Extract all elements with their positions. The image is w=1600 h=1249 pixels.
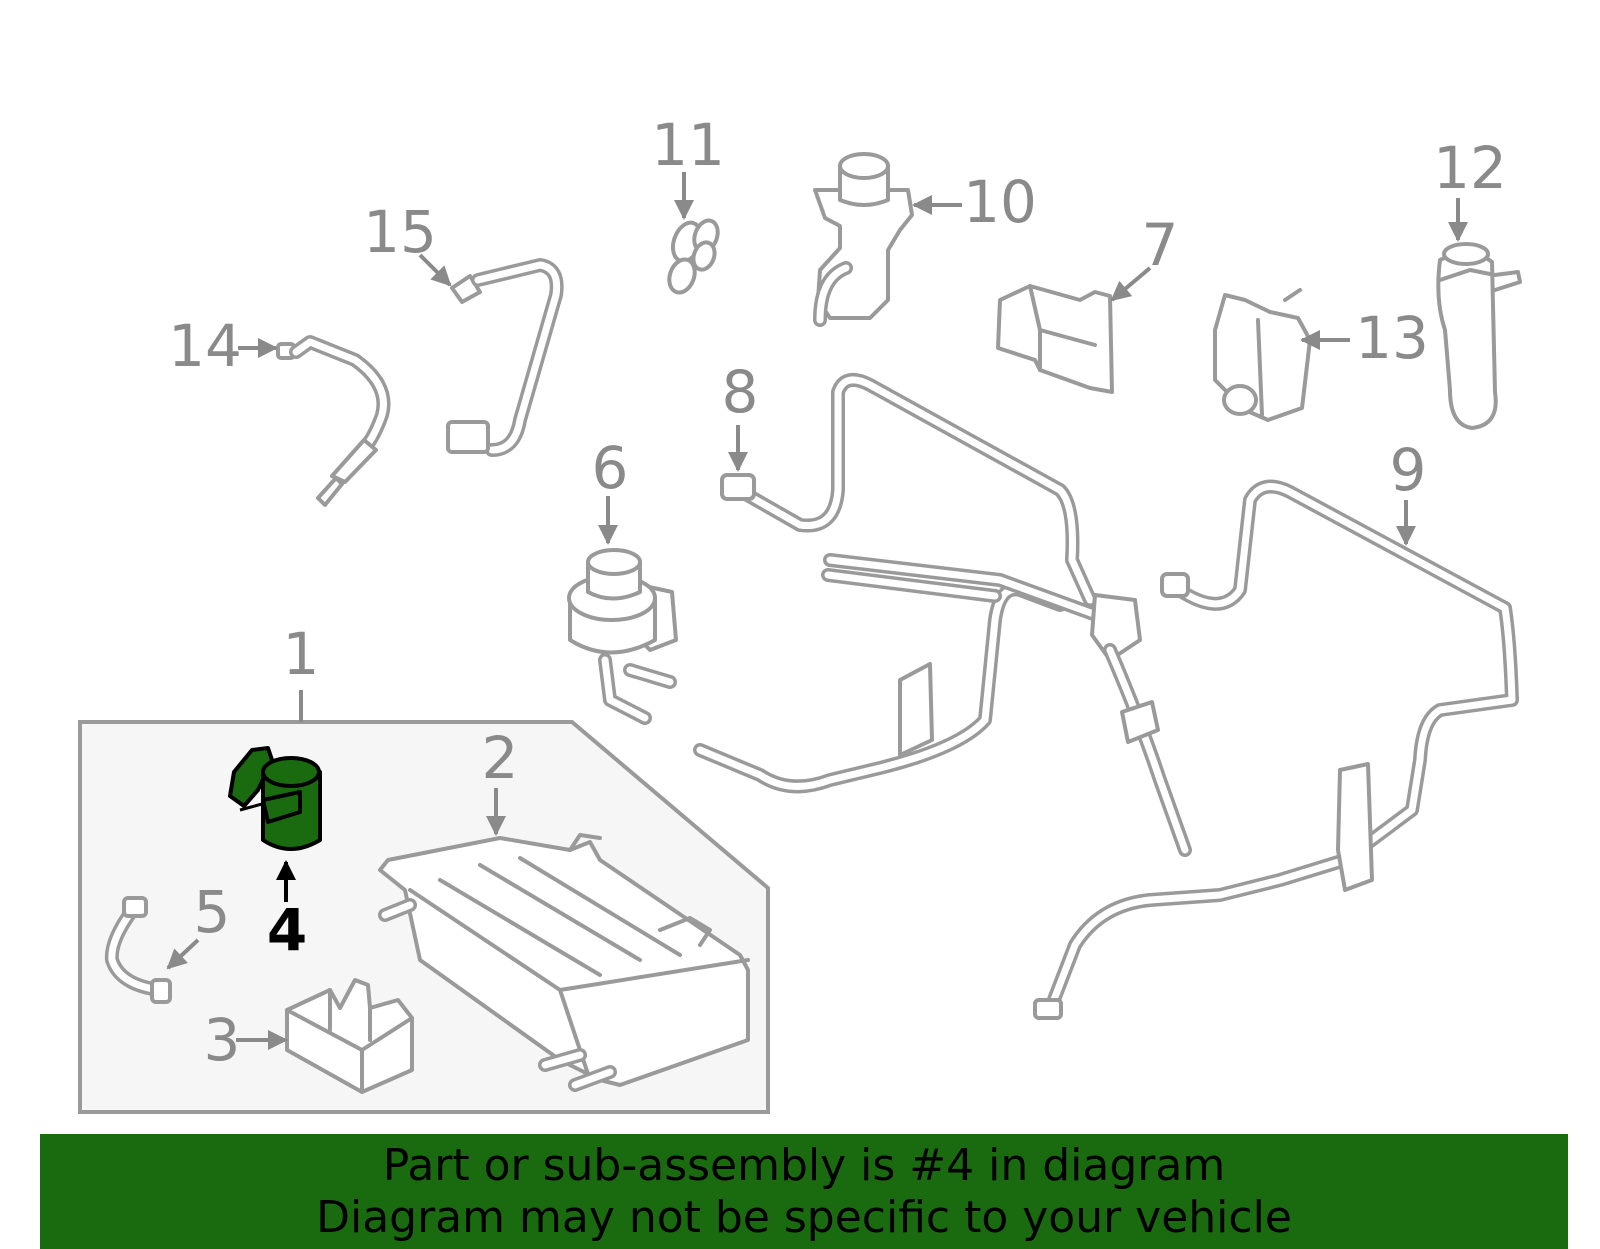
egr-valve-part-10[interactable] [813,152,962,327]
info-banner: Part or sub-assembly is #4 in diagram Di… [40,1134,1568,1249]
callout-15: 15 [363,198,437,266]
callout-9: 9 [1390,436,1427,504]
callout-3: 3 [204,1006,241,1074]
callout-8: 8 [722,358,759,426]
callout-5: 5 [194,878,231,946]
bracket-part-7[interactable] [996,266,1152,394]
purge-valve-part-4[interactable] [228,746,322,902]
callout-10: 10 [963,168,1037,236]
bracket-part-3[interactable] [236,978,414,1094]
callout-6: 6 [592,434,629,502]
callout-12: 12 [1433,134,1507,202]
callout-4: 4 [267,896,307,964]
tube-part-9[interactable] [1033,479,1519,1020]
valve-part-13[interactable] [1213,288,1350,422]
banner-line-1: Part or sub-assembly is #4 in diagram [382,1140,1226,1191]
callout-2: 2 [482,724,519,792]
callout-14: 14 [168,312,242,380]
banner-line-2: Diagram may not be specific to your vehi… [316,1192,1292,1243]
hose-part-5[interactable] [104,896,200,1004]
callout-7: 7 [1142,211,1179,279]
callout-1: 1 [283,620,320,688]
charcoal-canister-part-2[interactable] [378,788,750,1092]
oxygen-sensor-part-14[interactable] [238,335,391,507]
callout-11: 11 [651,111,725,179]
vacuum-valve-part-6[interactable] [567,496,678,725]
hose-part-12[interactable] [1436,198,1522,430]
tube-assembly-part-8[interactable] [693,372,1192,857]
gasket-part-11[interactable] [665,172,722,296]
callout-13: 13 [1355,304,1429,372]
oxygen-sensor-part-15[interactable] [418,253,564,457]
